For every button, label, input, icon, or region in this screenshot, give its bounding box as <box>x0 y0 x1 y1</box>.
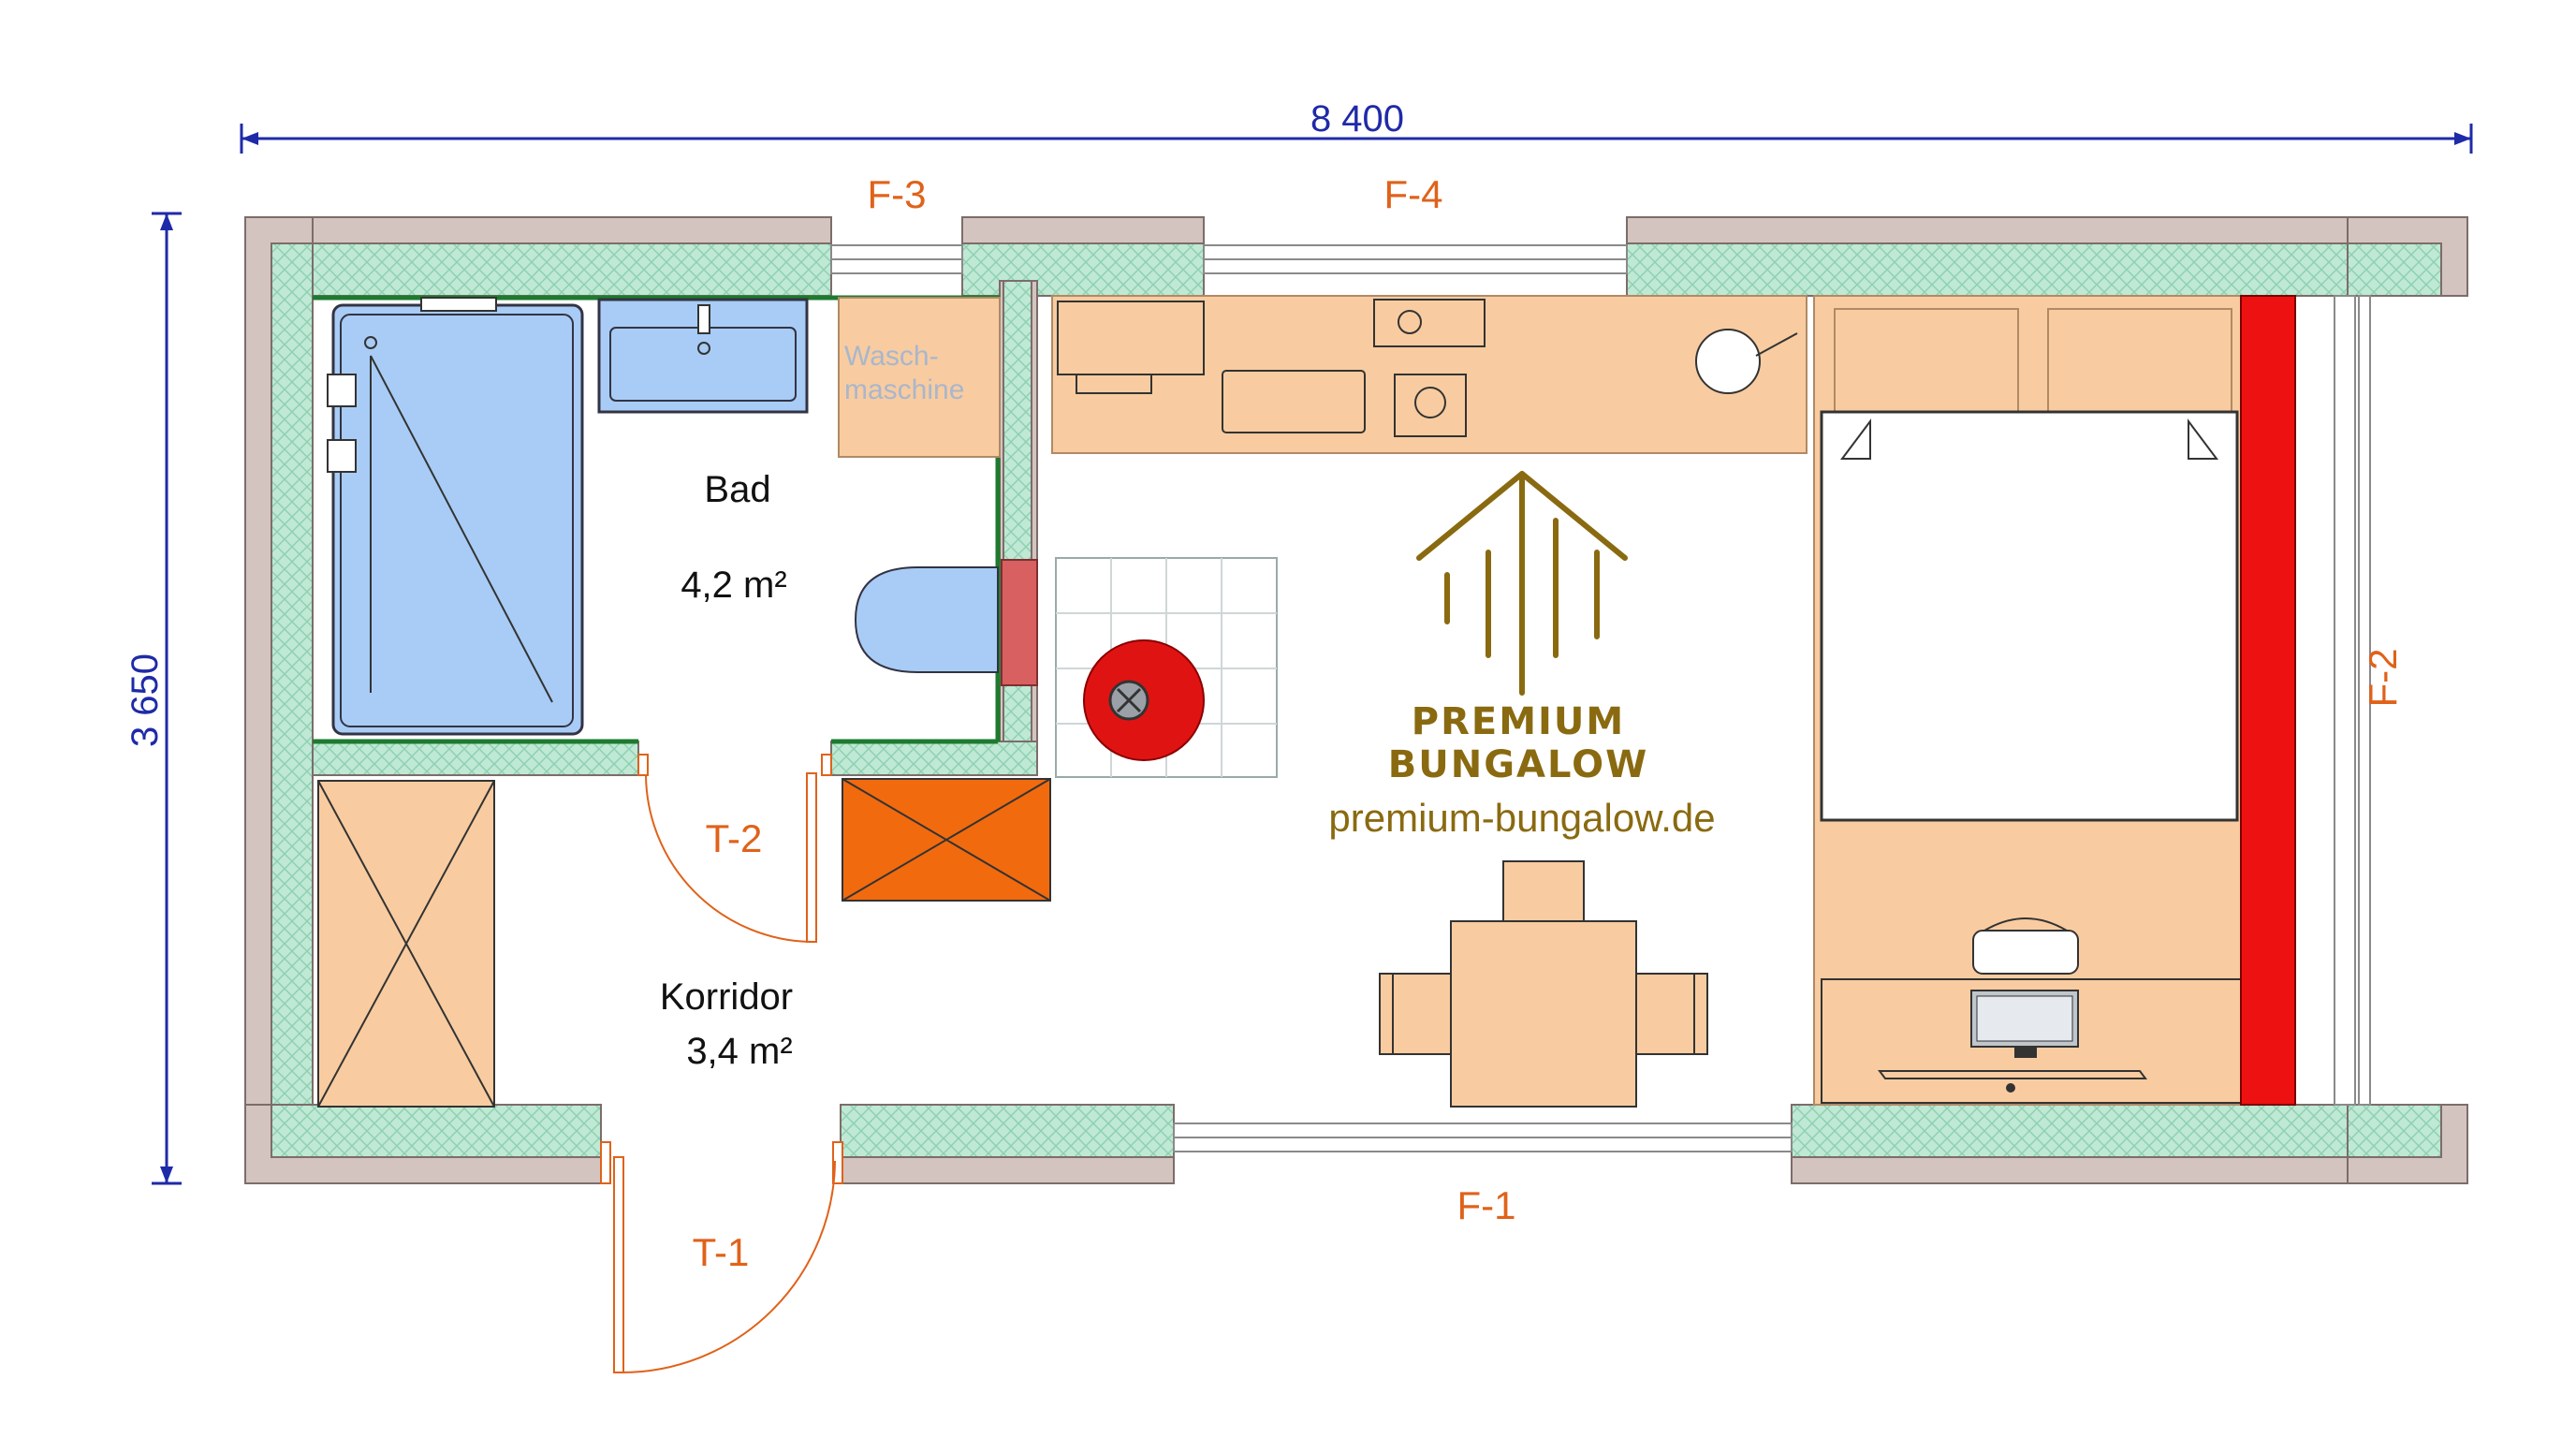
label-f3: F-3 <box>868 172 927 216</box>
washing-machine-label-1: Wasch- <box>844 341 939 372</box>
washing-machine: Wasch- maschine <box>838 297 1001 458</box>
window-f2 <box>2334 295 2371 1106</box>
dimension-depth: 3 650 <box>124 212 182 1185</box>
label-t2: T-2 <box>706 816 763 860</box>
dimension-depth-label: 3 650 <box>124 653 166 747</box>
dimension-width: 8 400 <box>240 98 2473 154</box>
storage-cabinet <box>842 778 1051 902</box>
toilet <box>854 566 999 673</box>
wardrobe <box>317 780 495 1108</box>
exterior-walls <box>244 216 2468 1184</box>
window-f1 <box>1173 1123 1793 1152</box>
dimension-width-label: 8 400 <box>1310 98 1404 139</box>
brand-line-1: PREMIUM <box>1412 700 1625 743</box>
room-name-bad: Bad <box>704 469 770 510</box>
wall-heater-bath <box>1001 559 1038 686</box>
desk-chair <box>1972 917 2079 975</box>
interior-walls <box>312 280 1038 776</box>
dining-table <box>1379 860 1708 1108</box>
room-area-korridor: 3,4 m² <box>686 1031 792 1072</box>
monitor-icon <box>1970 990 2079 1058</box>
door-t2 <box>637 754 832 943</box>
label-f2: F-2 <box>2361 649 2405 708</box>
wall-bath-bottom-left <box>312 741 639 776</box>
label-f4: F-4 <box>1384 172 1443 216</box>
bathtub <box>327 297 584 736</box>
room-area-bad: 4,2 m² <box>681 565 786 606</box>
brand-logo: PREMIUM BUNGALOW premium-bungalow.de <box>1328 471 1716 840</box>
window-f3 <box>830 244 963 274</box>
room-name-korridor: Korridor <box>660 976 793 1018</box>
wall-heater-bedroom <box>2240 295 2296 1106</box>
kitchen-counter <box>1051 295 1808 454</box>
sink <box>597 298 809 414</box>
stove-hearth <box>1055 557 1278 778</box>
washing-machine-label-2: maschine <box>844 374 964 405</box>
bed <box>1820 410 2239 822</box>
wall-bath-bottom-right <box>830 741 1038 776</box>
label-t1: T-1 <box>693 1230 750 1274</box>
door-t1 <box>600 1141 843 1373</box>
brand-url: premium-bungalow.de <box>1328 796 1715 840</box>
brand-line-2: BUNGALOW <box>1388 743 1648 786</box>
window-f4 <box>1203 244 1628 274</box>
label-f1: F-1 <box>1457 1183 1516 1227</box>
nightstands <box>1834 308 2232 420</box>
